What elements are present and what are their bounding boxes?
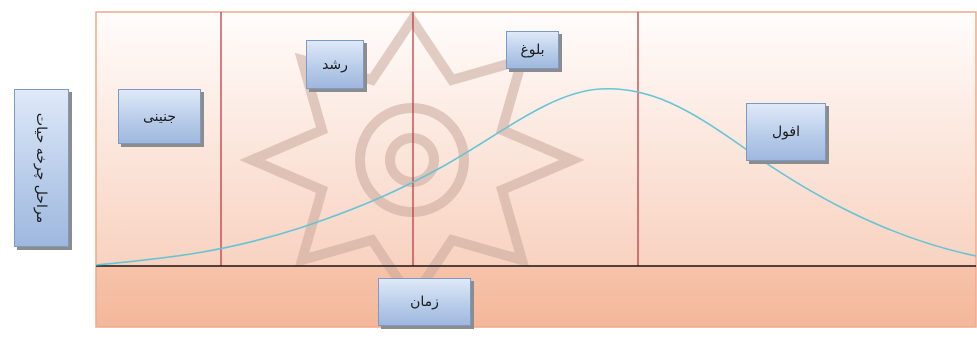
y-axis-label-text: مراحل چرخه حیات [33, 112, 50, 224]
stage-label-embryonic: جنینی [118, 89, 201, 144]
stage-label-maturity: بلوغ [506, 31, 559, 69]
time-axis-band [95, 265, 977, 328]
x-axis-label: زمان [378, 278, 471, 326]
stage-label-growth: رشد [306, 40, 364, 89]
stage-label-decline: افول [746, 103, 826, 161]
y-axis-label: مراحل چرخه حیات [14, 89, 69, 247]
stage-dividers [220, 12, 639, 266]
life-cycle-curve [95, 87, 977, 266]
